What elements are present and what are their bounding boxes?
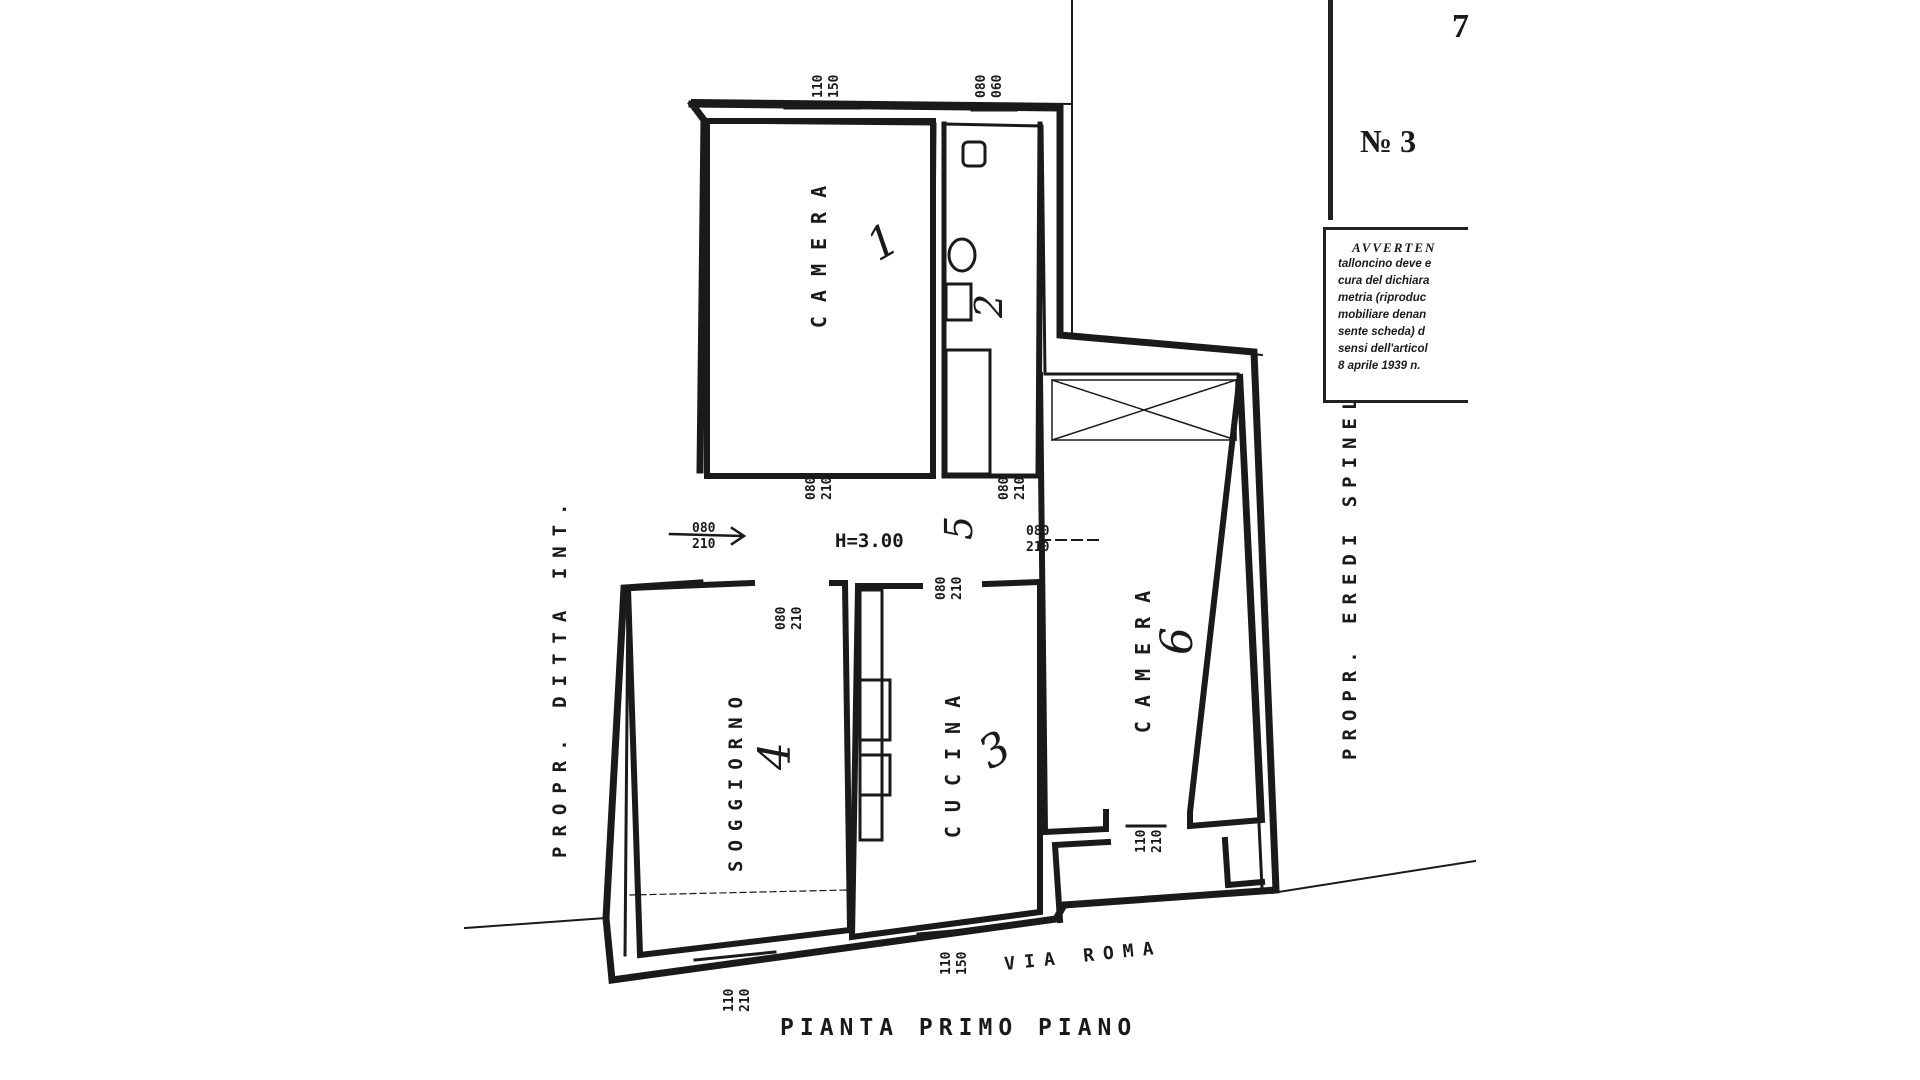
room-number-1: 1 <box>858 213 908 271</box>
opening-080-060-bath: 080 060 <box>974 74 1005 98</box>
svg-text:080: 080 <box>934 576 949 600</box>
bathtub-fixture <box>944 348 992 476</box>
svg-text:210: 210 <box>1013 476 1028 500</box>
svg-text:110: 110 <box>722 988 737 1012</box>
balcony-room <box>1051 836 1266 924</box>
room-label-camera-1: CAMERA <box>807 172 831 328</box>
terrace-hatch <box>1051 379 1237 441</box>
room-label-cucina: CUCINA <box>941 682 965 838</box>
toilet-fixture <box>961 140 987 168</box>
kitchen-counter <box>858 588 884 842</box>
bidet-fixture <box>947 237 977 273</box>
opening-bath-door: 080 210 <box>997 476 1028 500</box>
notice-line: sente scheda) d <box>1338 326 1425 338</box>
ceiling-height-label: H=3.00 <box>835 530 904 552</box>
svg-text:080: 080 <box>774 606 789 630</box>
soggiorno-dashed-line <box>629 889 849 896</box>
sink-fixture <box>944 282 973 322</box>
room-number-5: 5 <box>937 516 981 540</box>
notice-line: metria (riproduc <box>1338 292 1427 304</box>
terrace-area <box>1051 379 1237 441</box>
opening-cucina-door: 080 210 <box>934 576 965 600</box>
neighbor-left-label: PROPR. DITTA INT. <box>549 494 571 858</box>
room-number-6: 6 <box>1152 627 1203 655</box>
room-camera-1 <box>704 118 936 479</box>
svg-text:080: 080 <box>692 521 716 536</box>
svg-text:080: 080 <box>974 74 989 98</box>
stove-fixture <box>858 678 892 742</box>
svg-text:210: 210 <box>790 606 805 630</box>
svg-text:060: 060 <box>990 74 1005 98</box>
room-label-soggiorno: SOGGIORNO <box>725 688 747 872</box>
svg-text:080: 080 <box>1026 524 1050 539</box>
svg-text:210: 210 <box>950 576 965 600</box>
street-label: VIA ROMA <box>1003 937 1163 974</box>
opening-soggiorno-window: 110 210 <box>722 988 753 1012</box>
svg-text:210: 210 <box>738 988 753 1012</box>
notice-title: AVVERTEN <box>1352 240 1437 255</box>
room-cucina <box>848 578 1043 941</box>
room-number-3: 3 <box>970 721 1020 779</box>
notice-line: cura del dichiara <box>1338 275 1430 287</box>
svg-text:210: 210 <box>1150 829 1165 853</box>
opening-cucina-window: 110 150 <box>939 951 970 975</box>
notice-line: sensi dell'articol <box>1338 343 1428 355</box>
room-label-camera-6: CAMERA <box>1131 577 1155 733</box>
svg-text:110: 110 <box>1134 829 1149 853</box>
svg-text:210: 210 <box>692 537 716 552</box>
room-number-4: 4 <box>750 742 801 771</box>
notice-line: talloncino deve e <box>1338 258 1432 270</box>
opening-camera-1-door: 080 210 <box>804 476 835 500</box>
svg-text:110: 110 <box>811 74 826 98</box>
opening-110-150-top: 110 150 <box>811 74 842 98</box>
notice-line: mobiliare denan <box>1338 309 1427 321</box>
svg-text:080: 080 <box>804 476 819 500</box>
window-mark <box>693 106 1167 962</box>
notice-panel: AVVERTEN talloncino deve e cura del dich… <box>1323 227 1468 403</box>
svg-text:110: 110 <box>939 951 954 975</box>
sheet-corner-mark: 7 <box>1452 8 1469 45</box>
plan-title: PIANTA PRIMO PIANO <box>780 1015 1137 1041</box>
opening-entrance-door: 080 210 <box>692 521 716 552</box>
opening-soggiorno-door: 080 210 <box>774 606 805 630</box>
entrance-arrow <box>668 526 747 546</box>
opening-camera-6-door: 080 210 <box>1026 524 1050 555</box>
property-boundary-street <box>463 859 1477 930</box>
sheet-frame-line <box>1328 0 1333 220</box>
kitchen-sink-fixture <box>858 753 892 797</box>
neighbor-right-label: PROPR. EREDI SPINELLI <box>1339 352 1361 760</box>
svg-text:150: 150 <box>955 951 970 975</box>
svg-text:150: 150 <box>827 74 842 98</box>
opening-camera-6-balcony: 110 210 <box>1134 829 1165 853</box>
svg-text:210: 210 <box>820 476 835 500</box>
svg-text:210: 210 <box>1026 540 1050 555</box>
notice-line: 8 aprile 1939 n. <box>1338 360 1421 372</box>
sheet-number-label: № 3 <box>1360 123 1417 159</box>
room-number-2: 2 <box>967 294 1011 319</box>
svg-text:080: 080 <box>997 476 1012 500</box>
